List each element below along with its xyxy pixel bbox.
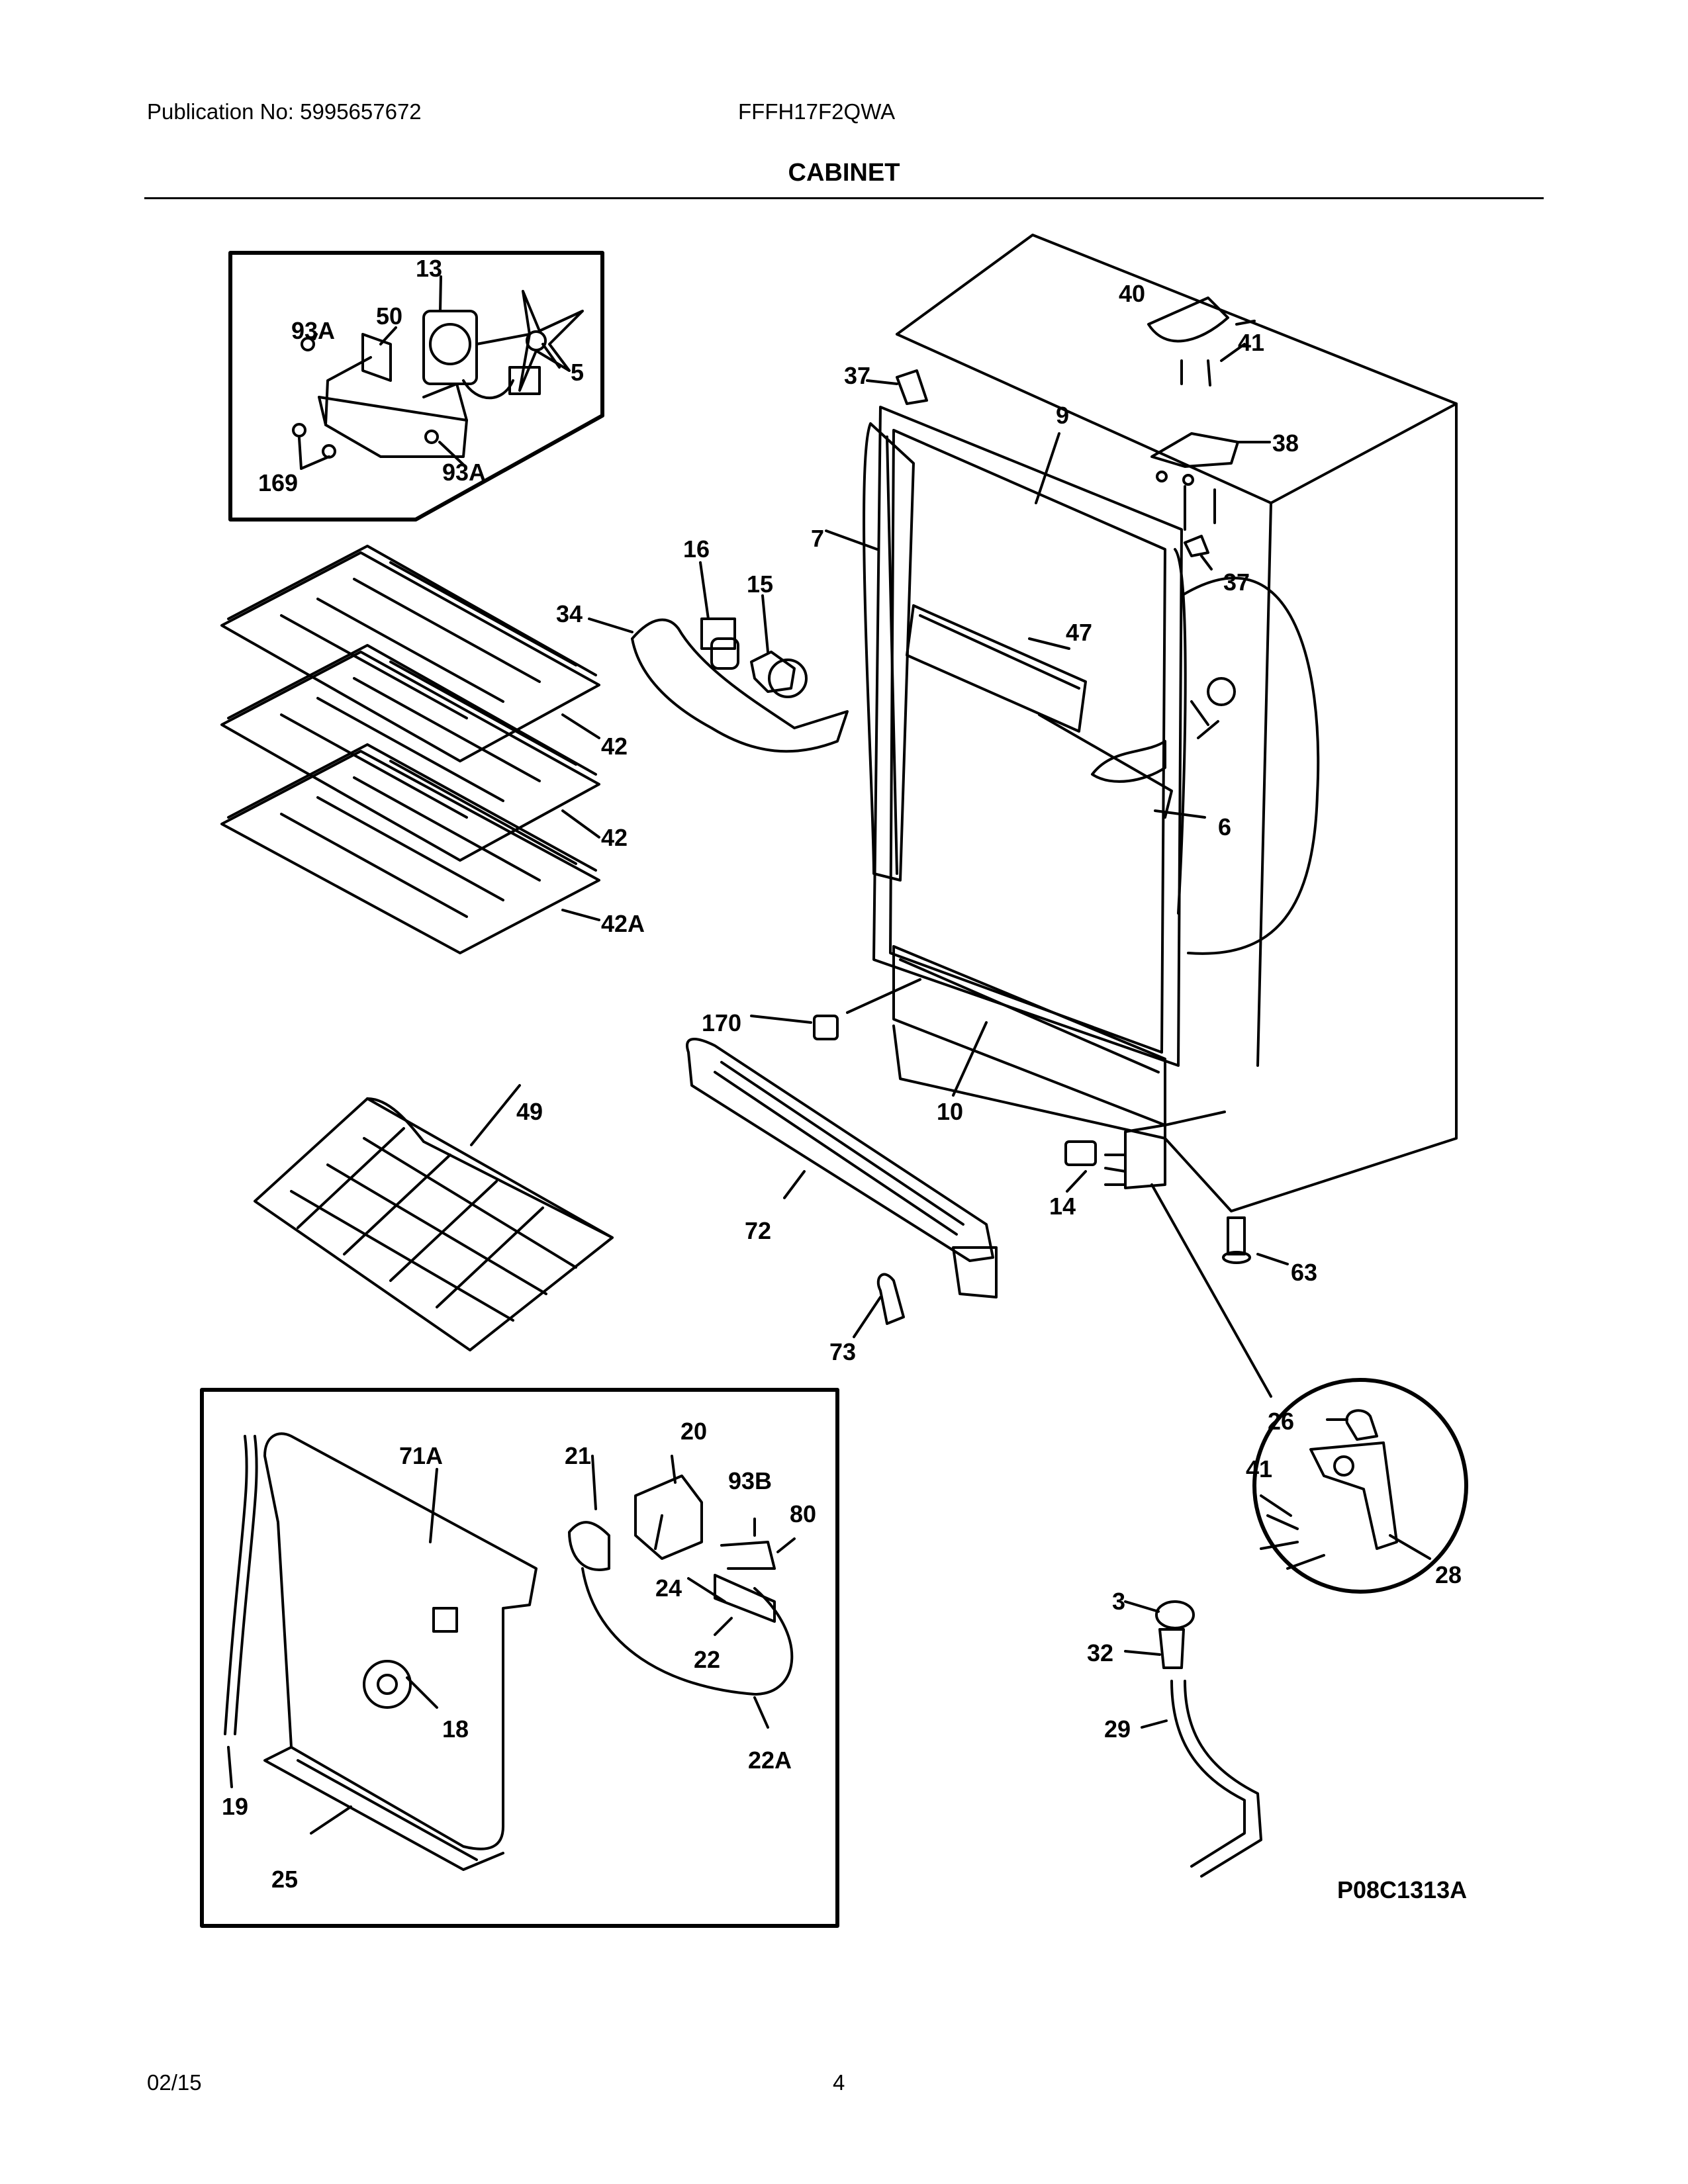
callout-26: 26 xyxy=(1268,1408,1294,1435)
callout-24: 24 xyxy=(655,1574,682,1602)
callout-63: 63 xyxy=(1291,1259,1317,1286)
callout-10: 10 xyxy=(937,1098,963,1125)
bracket-170 xyxy=(750,978,921,1040)
callout-49: 49 xyxy=(516,1098,543,1125)
top-hinge xyxy=(1147,296,1271,531)
callout-20: 20 xyxy=(680,1418,707,1445)
drawing-code: P08C1313A xyxy=(1337,1876,1467,1903)
callout-9: 9 xyxy=(1056,402,1069,429)
callout-3: 3 xyxy=(1112,1588,1125,1615)
callout-72: 72 xyxy=(745,1217,771,1244)
back-panel-inset xyxy=(200,1388,839,1928)
callout-16: 16 xyxy=(683,535,710,563)
callout-22a: 22A xyxy=(748,1747,792,1774)
section-title: CABINET xyxy=(788,159,900,187)
callout-19: 19 xyxy=(222,1793,248,1820)
callout-25: 25 xyxy=(271,1866,298,1893)
cabinet-body xyxy=(863,234,1458,1212)
kickplate-grille xyxy=(686,1038,998,1338)
header-rule xyxy=(144,197,1544,199)
wire-shelves xyxy=(220,545,600,954)
callout-93a: 93A xyxy=(291,317,335,344)
callout-labels: 13 50 93A 5 169 93A 37 40 41 9 38 37 7 1… xyxy=(222,255,1467,1903)
hinge-caps xyxy=(866,369,1213,570)
callout-71a: 71A xyxy=(399,1442,443,1469)
hinge-detail-circle xyxy=(1252,1378,1468,1594)
callout-32: 32 xyxy=(1087,1639,1113,1666)
callout-6: 6 xyxy=(1218,813,1231,841)
callout-42-2: 42 xyxy=(601,824,628,851)
callout-34: 34 xyxy=(556,600,583,627)
callout-14: 14 xyxy=(1049,1193,1076,1220)
callout-80: 80 xyxy=(790,1500,816,1527)
callout-42: 42 xyxy=(601,733,628,760)
door-leader xyxy=(1035,432,1060,504)
callout-170: 170 xyxy=(702,1009,741,1036)
callout-13: 13 xyxy=(416,255,442,282)
callout-29: 29 xyxy=(1104,1715,1131,1743)
callout-15: 15 xyxy=(747,570,773,598)
control-assembly xyxy=(906,604,1219,819)
callout-18: 18 xyxy=(442,1715,469,1743)
page-number: 4 xyxy=(833,2070,845,2095)
callout-37: 37 xyxy=(844,362,870,389)
drain-assembly xyxy=(1124,1600,1262,1878)
bottom-hinge xyxy=(1064,1124,1272,1398)
callout-169: 169 xyxy=(258,469,298,496)
leveling-leg xyxy=(1222,1216,1289,1265)
callout-37-2: 37 xyxy=(1223,569,1250,596)
callout-42a: 42A xyxy=(601,910,645,937)
callout-47: 47 xyxy=(1066,619,1092,646)
gasket-leader xyxy=(825,529,878,551)
callout-5: 5 xyxy=(571,359,584,386)
callout-93b: 93B xyxy=(728,1467,772,1494)
light-assembly xyxy=(588,561,849,753)
fan-motor-inset xyxy=(228,251,604,522)
publication-number: Publication No: 5995657672 xyxy=(147,99,422,124)
floor-grid xyxy=(254,1084,614,1351)
callout-50: 50 xyxy=(376,302,402,330)
callout-22: 22 xyxy=(694,1646,720,1673)
callout-38: 38 xyxy=(1272,430,1299,457)
callout-93a-2: 93A xyxy=(442,459,486,486)
callout-7: 7 xyxy=(811,525,824,552)
callout-28: 28 xyxy=(1435,1561,1462,1588)
callout-21: 21 xyxy=(565,1442,591,1469)
footer-date: 02/15 xyxy=(147,2070,202,2095)
callout-41-2: 41 xyxy=(1246,1455,1272,1482)
leader-10 xyxy=(952,1021,988,1097)
callout-73: 73 xyxy=(829,1338,856,1365)
callout-40: 40 xyxy=(1119,280,1145,307)
callout-41: 41 xyxy=(1238,329,1264,356)
model-number: FFFH17F2QWA xyxy=(738,99,896,124)
